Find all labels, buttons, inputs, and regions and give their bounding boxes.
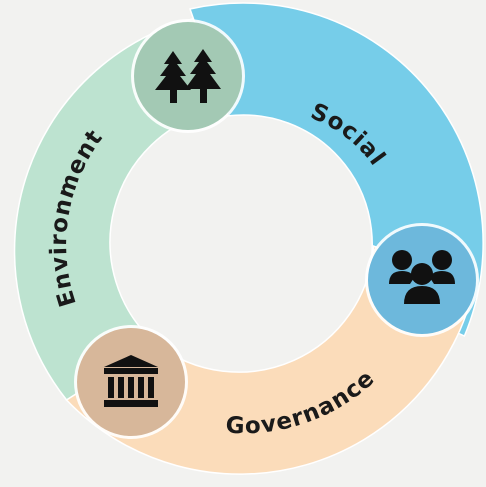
bank-icon	[104, 355, 158, 407]
trees-icon	[155, 49, 221, 103]
people-icon	[389, 250, 455, 304]
environment-badge	[131, 19, 245, 133]
governance-badge	[74, 325, 188, 439]
ring-center	[124, 124, 368, 368]
social-badge	[365, 223, 479, 337]
